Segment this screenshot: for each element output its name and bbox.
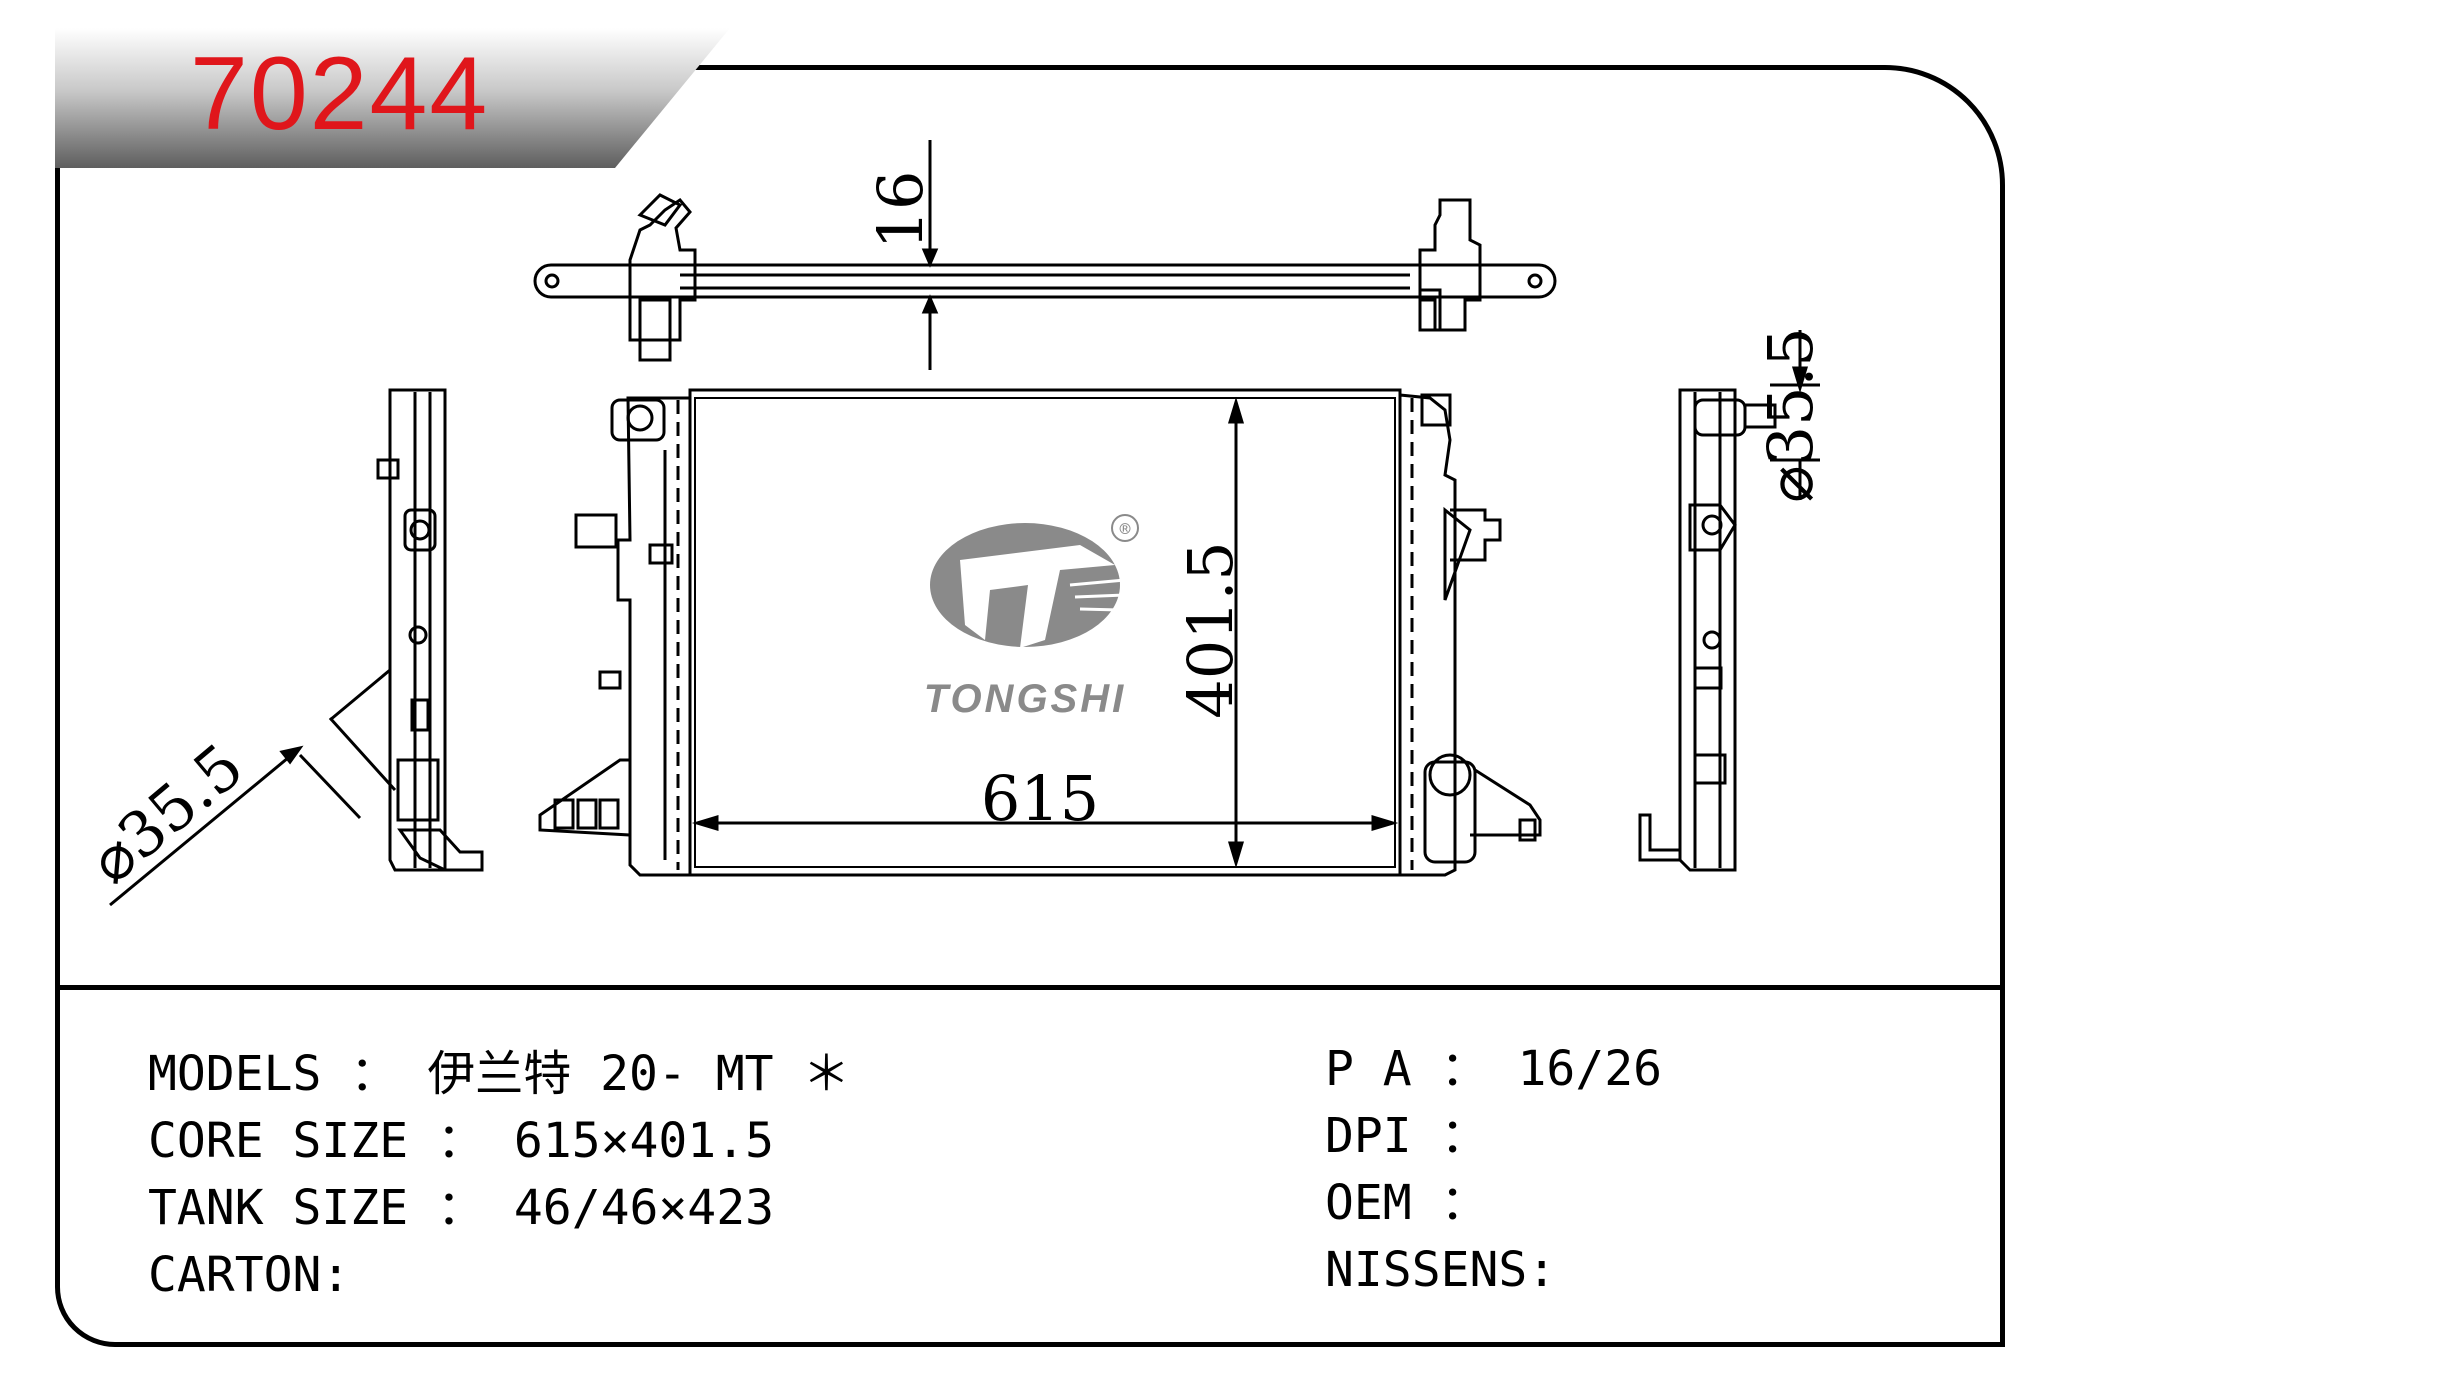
spec-pa: P A ： 16/26 [1325,1045,1662,1093]
spec-models: MODELS ： 伊兰特 20- MT ＊ [148,1050,850,1098]
spec-label: MODELS [148,1046,322,1102]
spec-core-size: CORE SIZE ： 615×401.5 [148,1117,774,1165]
spec-label: DPI [1325,1108,1412,1164]
spec-label: CORE SIZE [148,1113,409,1169]
spec-value: 46/46×423 [513,1180,774,1236]
spec-separator: ： [1411,1175,1489,1231]
dim-fan-mount-offset: 16 [864,171,937,250]
spec-separator: ： [321,1046,428,1102]
front-view [538,388,1542,877]
spec-label: OEM [1325,1175,1412,1231]
spec-tank-size: TANK SIZE ： 46/46×423 [148,1184,774,1232]
spec-separator: ： [1411,1108,1489,1164]
section-divider [55,985,2005,990]
right-side-view [1638,330,1820,872]
spec-separator: : [1527,1242,1557,1298]
spec-value: 16/26 [1517,1041,1663,1097]
spec-label: P A [1325,1041,1412,1097]
spec-nissens: NISSENS: [1325,1246,1556,1294]
brand-name: TONGSHI [924,677,1127,721]
spec-separator: ： [1411,1041,1518,1097]
brand-logo [930,514,1139,648]
spec-carton: CARTON: [148,1251,350,1299]
left-side-view [109,388,484,907]
dim-right-pipe-diameter: ⌀35.5 [1754,327,1827,502]
spec-oem: OEM ： [1325,1179,1489,1227]
registered-mark: ® [1120,519,1131,540]
spec-value: 615×401.5 [513,1113,774,1169]
top-view [533,140,1557,370]
spec-label: NISSENS [1325,1242,1528,1298]
spec-label: CARTON [148,1247,322,1303]
dim-left-pipe-diameter: ⌀35.5 [76,729,257,898]
part-number-tab [55,28,730,168]
part-number: 70244 [190,36,490,152]
dim-core-width: 615 [981,762,1099,835]
spec-separator: : [321,1247,351,1303]
dim-core-height: 401.5 [1174,541,1247,719]
spec-label: TANK SIZE [148,1180,409,1236]
spec-separator: ： [408,1113,514,1169]
spec-value: 伊兰特 20- MT ＊ [427,1046,851,1102]
spec-dpi: DPI ： [1325,1112,1489,1160]
spec-separator: ： [408,1180,514,1236]
